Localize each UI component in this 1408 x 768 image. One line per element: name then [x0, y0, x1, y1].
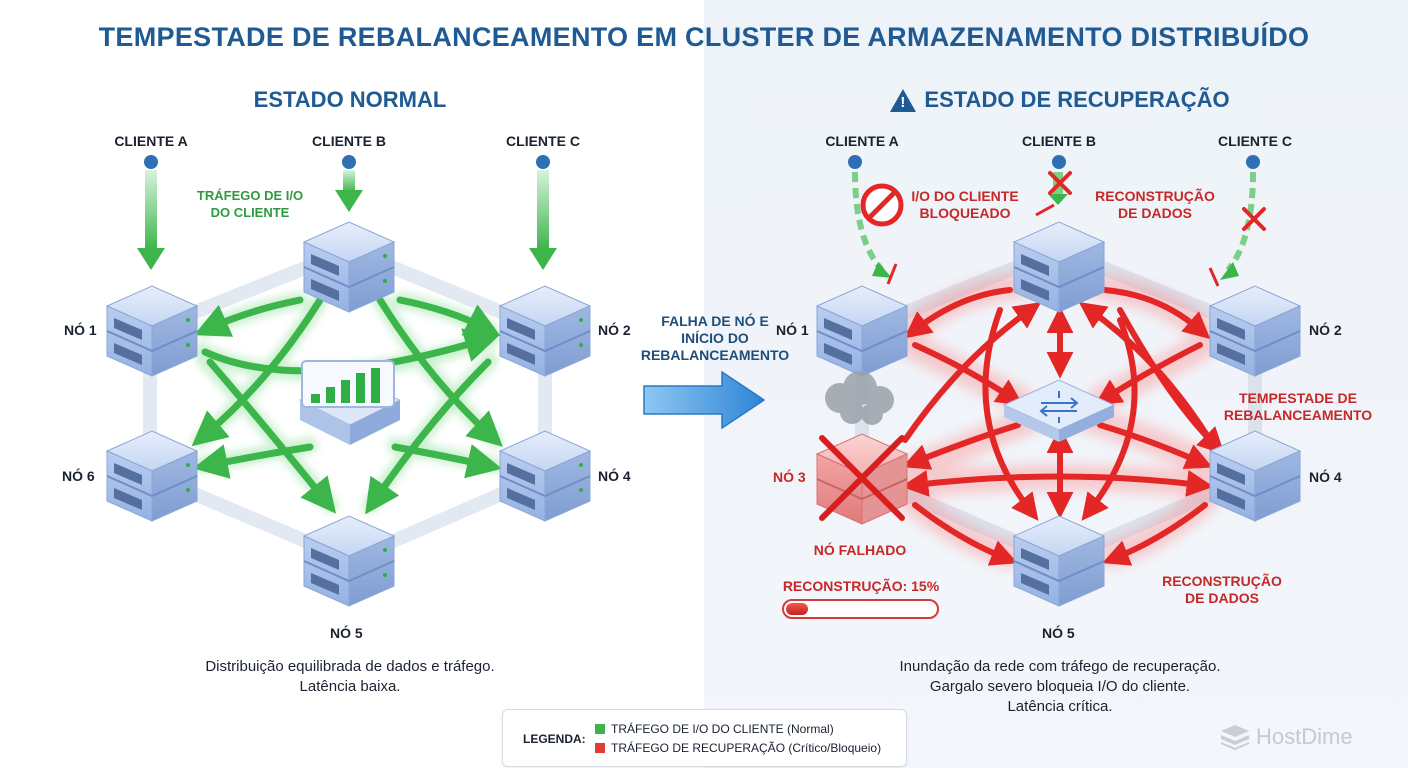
smoke-icon: [825, 371, 894, 425]
right-caption-line-3: Latência crítica.: [1007, 698, 1113, 715]
server-node-b-right: [1012, 221, 1106, 313]
right-panel-title-wrap: ! ESTADO DE RECUPERAÇÃO: [880, 87, 1240, 113]
legend-row-critical: TRÁFEGO DE RECUPERAÇÃO (Crítico/Bloqueio…: [595, 741, 881, 755]
rebalance-storm-label: TEMPESTADE DE REBALANCEAMENTO: [1223, 390, 1373, 423]
server-node-4-left: [498, 430, 592, 522]
transition-label: FALHA DE NÓ E INÍCIO DO REBALANCEAMENTO: [640, 313, 790, 363]
network-switch: [1002, 379, 1116, 442]
right-caption: Inundação da rede com tráfego de recuper…: [840, 657, 1280, 717]
client-a-label-left: CLIENTE A: [114, 133, 188, 149]
legend-row-normal: TRÁFEGO DE I/O DO CLIENTE (Normal): [595, 722, 834, 736]
client-io-blocked-label: I/O DO CLIENTE BLOQUEADO: [911, 188, 1019, 221]
node-1-label-left: NÓ 1: [64, 322, 97, 338]
failed-x-icon: [819, 435, 905, 521]
node-6-label-left: NÓ 6: [62, 468, 95, 484]
data-rebuild-label-top: RECONSTRUÇÃO DE DADOS: [1095, 188, 1215, 221]
server-node-5-left: [302, 515, 396, 607]
node-4-label-right: NÓ 4: [1309, 469, 1342, 485]
brand-name: HostDime: [1256, 724, 1353, 749]
hostdime-logo-icon: [1220, 725, 1250, 750]
node-3-label-right: NÓ 3: [773, 469, 806, 485]
server-node-2-right: [1208, 285, 1302, 377]
left-panel-title: ESTADO NORMAL: [253, 87, 447, 112]
server-node-b-left: [302, 221, 396, 313]
client-b-dot-right: [1052, 155, 1066, 169]
node-4-label-left: NÓ 4: [598, 468, 631, 484]
client-c-label-left: CLIENTE C: [506, 133, 580, 149]
right-caption-line-2: Gargalo severo bloqueia I/O do cliente.: [929, 678, 1191, 695]
node-2-label-left: NÓ 2: [598, 322, 631, 338]
blocked-x-icon-client-b: [1048, 171, 1072, 195]
failed-server-node-3: [815, 433, 909, 525]
rebuild-progress-label: RECONSTRUÇÃO: 15%: [782, 578, 940, 594]
node-5-label-right: NÓ 5: [1042, 625, 1075, 641]
left-client-io-arrows: [137, 170, 557, 270]
client-c-label-right: CLIENTE C: [1218, 133, 1292, 149]
client-c-dot-right: [1246, 155, 1260, 169]
node-1-label-right: NÓ 1: [776, 322, 809, 338]
server-node-5-right: [1012, 515, 1106, 607]
client-b-label-left: CLIENTE B: [312, 133, 386, 149]
red-recovery-traffic-arrows: [901, 287, 1225, 566]
client-b-dot-left: [342, 155, 356, 169]
legend-critical-label: TRÁFEGO DE RECUPERAÇÃO (Crítico/Bloqueio…: [611, 741, 882, 755]
right-panel-title: ESTADO DE RECUPERAÇÃO: [924, 87, 1230, 112]
legend-green-swatch: [595, 724, 605, 734]
left-caption-line-2: Latência baixa.: [299, 678, 401, 695]
node-2-label-right: NÓ 2: [1309, 322, 1342, 338]
monitoring-device: [298, 360, 402, 445]
client-a-label-right: CLIENTE A: [825, 133, 899, 149]
main-title: TEMPESTADE DE REBALANCEAMENTO EM CLUSTER…: [98, 22, 1310, 52]
brand-logo: HostDime: [1220, 724, 1353, 750]
client-a-dot-left: [144, 155, 158, 169]
node-5-label-left: NÓ 5: [330, 625, 363, 641]
right-caption-line-1: Inundação da rede com tráfego de recuper…: [899, 658, 1221, 675]
transition-arrow: [643, 370, 766, 430]
warning-triangle-icon: !: [890, 88, 917, 112]
rebuild-progress-bar: [782, 599, 939, 619]
legend: LEGENDA: TRÁFEGO DE I/O DO CLIENTE (Norm…: [502, 709, 907, 767]
rebuild-progress-fill: [786, 603, 808, 615]
client-a-dot-right: [848, 155, 862, 169]
client-c-dot-left: [536, 155, 550, 169]
legend-normal-label: TRÁFEGO DE I/O DO CLIENTE (Normal): [611, 722, 834, 736]
data-rebuild-label-bottom: RECONSTRUÇÃO DE DADOS: [1162, 573, 1282, 606]
blocked-x-icon-client-c: [1242, 207, 1266, 231]
server-node-1-left: [105, 285, 199, 377]
left-caption-line-1: Distribuição equilibrada de dados e tráf…: [205, 658, 495, 675]
blocked-prohibited-icon: [860, 183, 904, 227]
legend-title: LEGENDA:: [523, 732, 586, 746]
server-node-4-right: [1208, 430, 1302, 522]
server-node-6-left: [105, 430, 199, 522]
server-node-2-left: [498, 285, 592, 377]
failed-node-label: NÓ FALHADO: [813, 542, 907, 558]
legend-red-swatch: [595, 743, 605, 753]
client-io-traffic-label: TRÁFEGO DE I/O DO CLIENTE: [196, 188, 304, 220]
client-b-label-right: CLIENTE B: [1022, 133, 1096, 149]
left-caption: Distribuição equilibrada de dados e tráf…: [150, 657, 550, 697]
server-node-1-right: [815, 285, 909, 377]
